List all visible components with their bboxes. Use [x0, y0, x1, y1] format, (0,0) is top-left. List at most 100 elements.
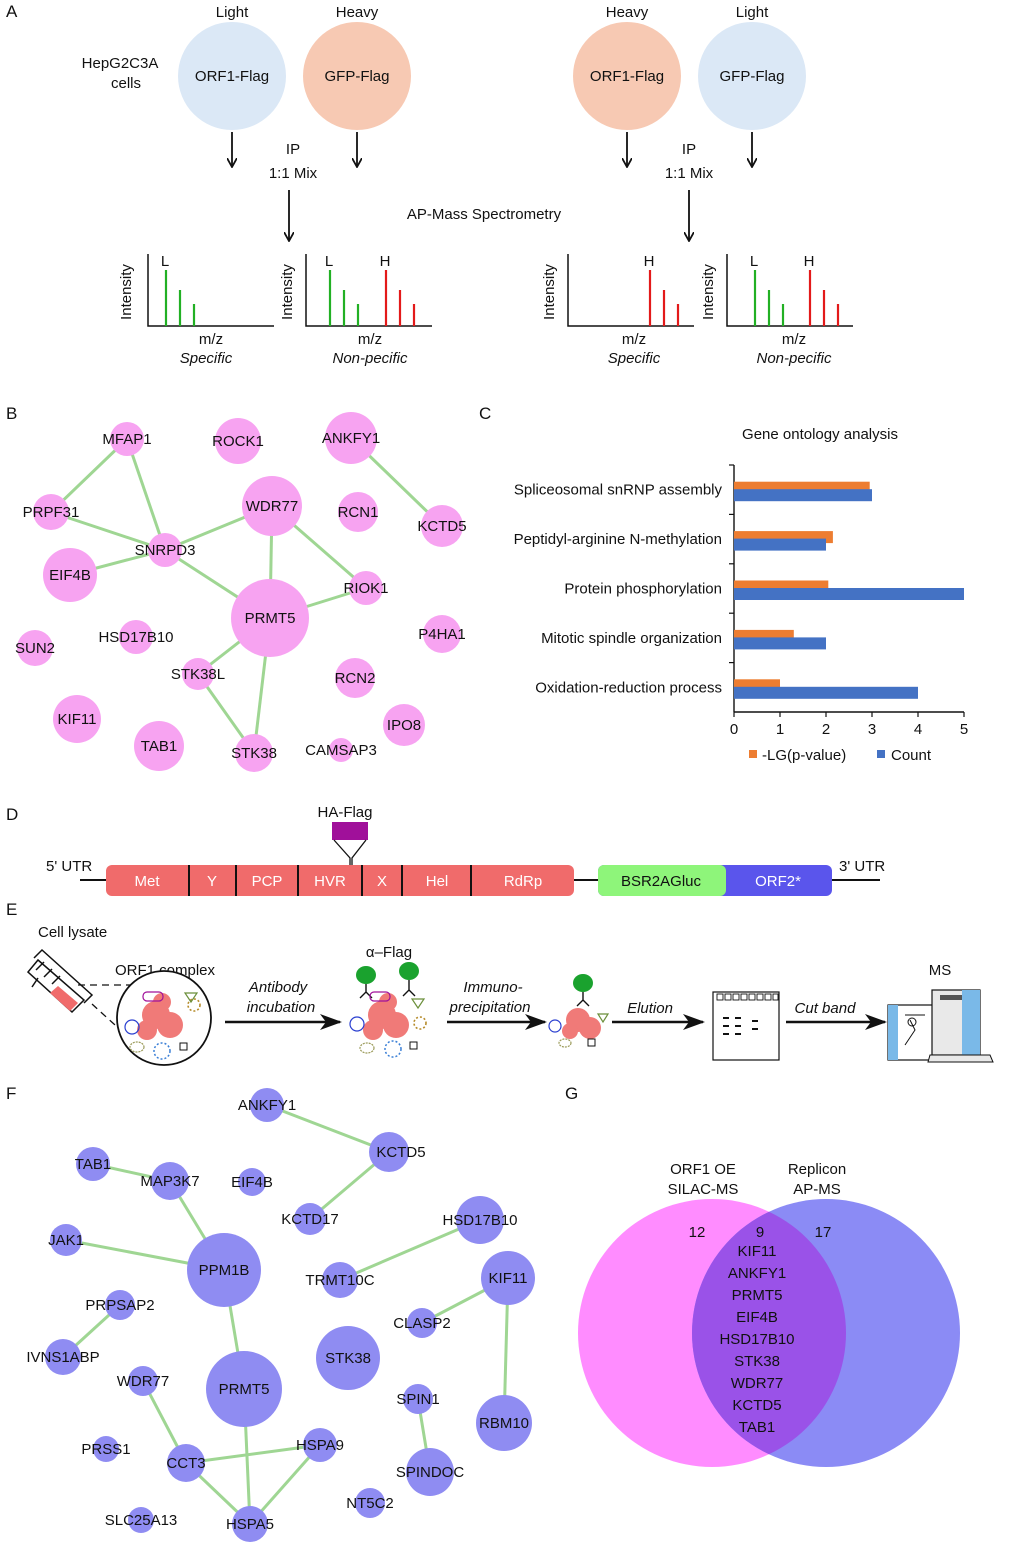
network-b-nodes — [17, 412, 463, 772]
cells-label-line1: HepG2C3A — [82, 55, 159, 72]
node-jak1 — [50, 1224, 82, 1256]
legend-label-count: Count — [891, 747, 932, 764]
step3-label: Elution — [627, 1000, 673, 1017]
node-label: KCTD5 — [417, 518, 466, 535]
node-map3k7 — [151, 1162, 189, 1200]
node-label: CLASP2 — [393, 1315, 451, 1332]
chart-legend: -LG(p-value) Count — [749, 747, 932, 764]
label-heavy-right: Heavy — [606, 4, 649, 21]
node-label: NT5C2 — [346, 1495, 394, 1512]
node-ankfy1 — [250, 1088, 284, 1122]
node-label: ANKFY1 — [238, 1097, 296, 1114]
node-riok1 — [349, 571, 383, 605]
node-nt5c2 — [355, 1488, 385, 1518]
step2-label-line2: precipitation — [449, 999, 531, 1016]
x-axis-label: m/z — [782, 331, 806, 348]
node-p4ha1 — [423, 615, 461, 653]
reporter-bar — [598, 865, 726, 896]
node-prmt5 — [231, 579, 309, 657]
x-axis-label: m/z — [199, 331, 223, 348]
light-circle-left — [178, 22, 286, 130]
node-mfap1 — [110, 422, 144, 456]
node-prmt5 — [206, 1351, 282, 1427]
node-label: TAB1 — [141, 738, 177, 755]
legend-swatch-count — [877, 750, 885, 758]
shared-gene: KIF11 — [738, 1243, 777, 1260]
light-circle-right — [698, 22, 806, 130]
category-label: Spliceosomal snRNP assembly — [514, 482, 723, 499]
node-label: ROCK1 — [212, 433, 264, 450]
venn-left-title-1: ORF1 OE — [670, 1161, 736, 1178]
node-stk38 — [316, 1326, 380, 1390]
gfp-flag-right: GFP-Flag — [719, 68, 784, 85]
peak-label-l: L — [750, 253, 758, 270]
mix-label-left: 1:1 Mix — [269, 165, 318, 182]
node-kctd5 — [421, 505, 463, 547]
network-f-nodes — [45, 1088, 535, 1542]
node-label: TAB1 — [75, 1156, 111, 1173]
ip-label-right: IP — [682, 141, 696, 158]
ip-complex-icon — [548, 974, 610, 1048]
panel-d: D HA-Flag 5' UTR 3' UTR Met Y PCP HVR X … — [6, 804, 885, 896]
node-rock1 — [215, 418, 261, 464]
x-tick-label: 5 — [960, 721, 968, 738]
label-light-left: Light — [216, 4, 249, 21]
shared-gene: KCTD5 — [732, 1397, 781, 1414]
category-label: Mitotic spindle organization — [541, 630, 722, 647]
panel-b: B — [6, 404, 467, 772]
node-label: WDR77 — [117, 1373, 170, 1390]
bar-count — [734, 588, 964, 600]
node-spindoc — [406, 1448, 454, 1496]
label-light-right: Light — [736, 4, 769, 21]
node-eif4b — [238, 1168, 266, 1196]
node-label: P4HA1 — [418, 626, 466, 643]
spectrum-caption: Non-pecific — [332, 350, 408, 367]
spectrum-caption: Non-pecific — [756, 350, 832, 367]
panel-c: C Gene ontology analysis Spliceosomal sn… — [479, 404, 968, 764]
node-label: KIF11 — [489, 1270, 528, 1287]
node-spin1 — [403, 1384, 433, 1414]
node-clasp2 — [407, 1308, 437, 1338]
panel-label-d: D — [6, 805, 18, 824]
node-label: RBM10 — [479, 1415, 529, 1432]
domain-x: X — [377, 873, 387, 890]
heavy-circle-right — [573, 22, 681, 130]
node-label: MAP3K7 — [140, 1173, 199, 1190]
x-tick-label: 1 — [776, 721, 784, 738]
venn-right-title-2: AP-MS — [793, 1181, 841, 1198]
category-label: Protein phosphorylation — [564, 581, 722, 598]
node-label: EIF4B — [231, 1174, 273, 1191]
domain-y: Y — [207, 873, 217, 890]
node-hspa5 — [232, 1506, 268, 1542]
step4-label: Cut band — [795, 1000, 857, 1017]
panel-label-b: B — [6, 404, 17, 423]
step2-label-line1: Immuno- — [463, 979, 522, 996]
node-label: STK38 — [325, 1350, 371, 1367]
category-label: Peptidyl-arginine N-methylation — [514, 531, 722, 548]
node-label: SUN2 — [15, 640, 55, 657]
venn-right-title-1: Replicon — [788, 1161, 846, 1178]
node-ipo8 — [383, 704, 425, 746]
node-label: PRMT5 — [219, 1381, 270, 1398]
spectrum-caption: Specific — [608, 350, 661, 367]
node-label: PPM1B — [199, 1262, 250, 1279]
utr5-label: 5' UTR — [46, 858, 92, 875]
x-tick-label: 4 — [914, 721, 922, 738]
venn-left-title-2: SILAC-MS — [668, 1181, 739, 1198]
panel-label-c: C — [479, 404, 491, 423]
venn-left-count: 12 — [689, 1224, 706, 1241]
gfp-flag-left: GFP-Flag — [324, 68, 389, 85]
panel-a: A HepG2C3A cells Light Heavy ORF1-Flag G… — [6, 2, 853, 367]
node-label: EIF4B — [49, 567, 91, 584]
node-label: RCN2 — [335, 670, 376, 687]
node-eif4b — [43, 548, 97, 602]
panel-label-e: E — [6, 900, 17, 919]
node-label: PRPSAP2 — [85, 1297, 154, 1314]
node-prss1 — [93, 1436, 119, 1462]
mass-spectrometer-icon — [887, 989, 994, 1063]
node-rcn1 — [338, 492, 378, 532]
x-tick-label: 0 — [730, 721, 738, 738]
spectrum-plot-4: Intensity L H m/z Non-pecific — [700, 253, 853, 367]
mix-label-right: 1:1 Mix — [665, 165, 714, 182]
node-rcn2 — [335, 658, 375, 698]
